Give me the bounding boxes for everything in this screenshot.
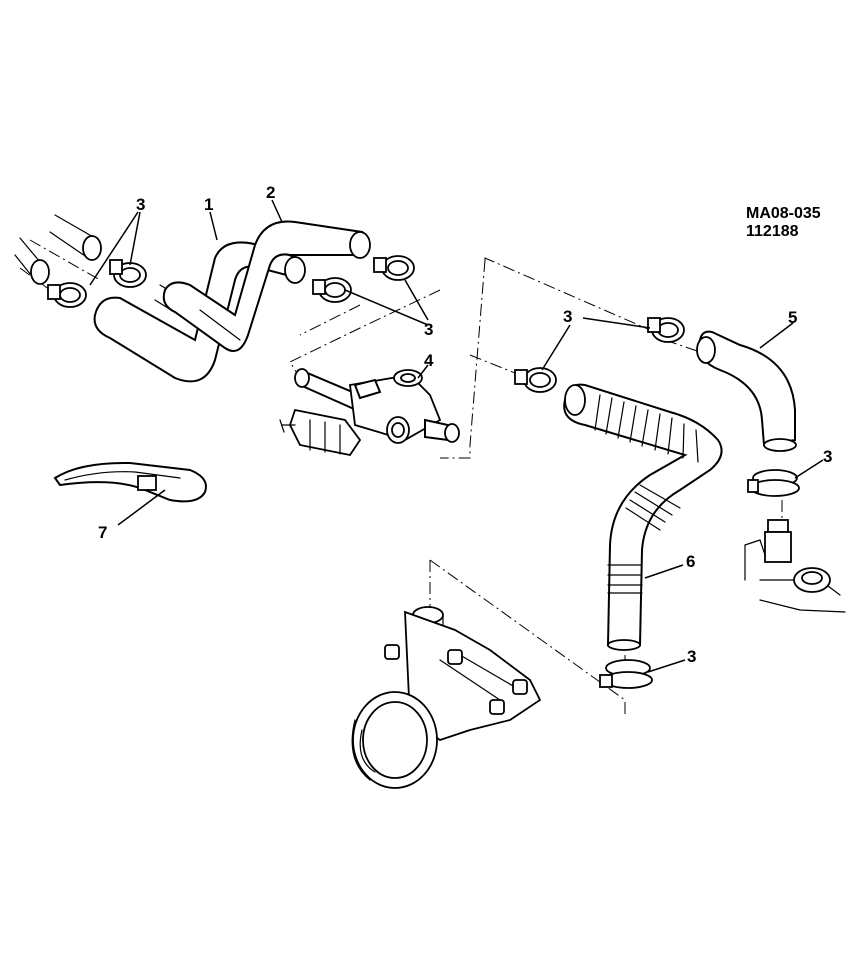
drawing-code: MA08-035 bbox=[746, 205, 821, 222]
hose-strap bbox=[53, 461, 207, 503]
callout-4: 4 bbox=[424, 351, 434, 370]
drawing-date: 112188 bbox=[746, 223, 799, 240]
hose-clamp-mid-1 bbox=[373, 255, 415, 281]
heater-core-pipes bbox=[14, 214, 102, 285]
callout-3-mid: 3 bbox=[424, 320, 433, 339]
callout-6: 6 bbox=[686, 552, 695, 571]
callout-3-left: 3 bbox=[136, 195, 145, 214]
routing-lines bbox=[19, 239, 783, 715]
leader-lines bbox=[89, 199, 824, 673]
hose-clamp-left-2 bbox=[109, 259, 147, 288]
hose-clamp-valve-outlet bbox=[514, 367, 557, 393]
hose-clamp-left-1 bbox=[47, 282, 87, 308]
heater-hose-5 bbox=[696, 330, 797, 452]
heater-hose-6 bbox=[563, 383, 723, 651]
water-pump-housing bbox=[351, 606, 542, 789]
callout-3-upper-right: 3 bbox=[563, 307, 572, 326]
callout-3-bottom: 3 bbox=[687, 647, 696, 666]
callout-5: 5 bbox=[788, 308, 797, 327]
heater-control-valve bbox=[279, 368, 460, 457]
engine-fitting-right bbox=[744, 519, 846, 613]
hose-clamp-hose5-lower bbox=[747, 469, 800, 497]
callout-7: 7 bbox=[98, 523, 107, 542]
callout-3-hose5: 3 bbox=[823, 447, 832, 466]
hose-clamp-mid-2 bbox=[312, 277, 352, 303]
callout-2: 2 bbox=[266, 183, 275, 202]
heater-hose-2 bbox=[162, 220, 371, 352]
hose-clamp-bottom bbox=[599, 659, 653, 689]
hose-clamp-upper-right bbox=[647, 317, 685, 343]
callout-1: 1 bbox=[204, 195, 213, 214]
